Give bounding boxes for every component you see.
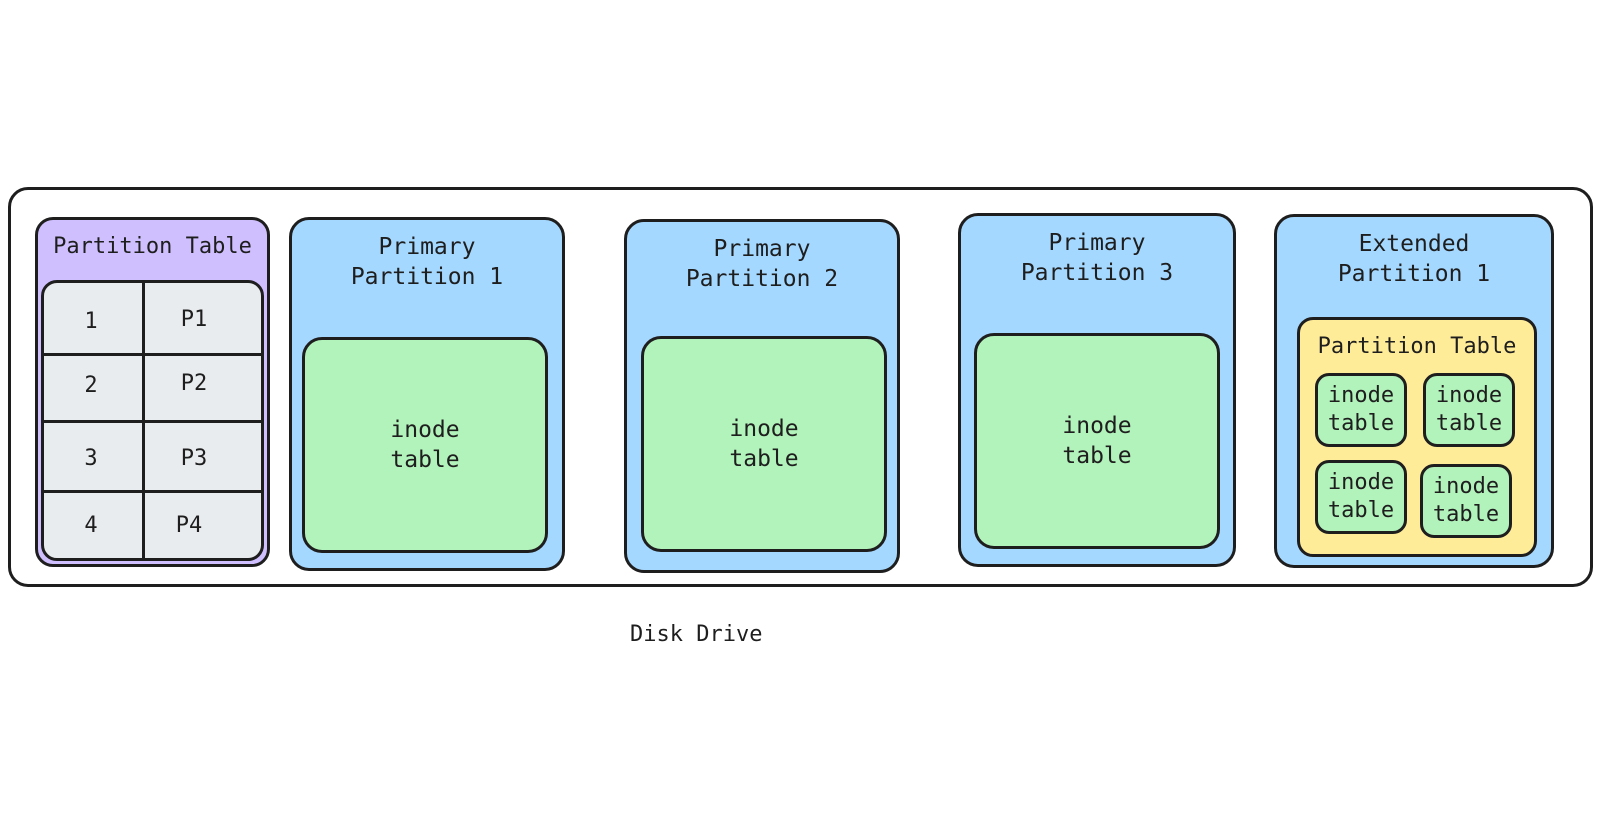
grid-divider (44, 353, 261, 356)
partition-table-grid: 1 P1 2 P2 3 P3 4 P4 (41, 280, 264, 561)
table-row-num: 2 (84, 373, 98, 398)
extended-partition-1: Extended Partition 1 Partition Table ino… (1274, 214, 1554, 568)
table-row-label: P3 (180, 446, 208, 471)
extended-partition-table-title: Partition Table (1317, 334, 1517, 359)
table-row-num: 4 (84, 513, 98, 538)
grid-divider (44, 420, 261, 423)
partition-table-title: Partition Table (53, 234, 252, 259)
partition-title: Primary Partition 2 (685, 236, 839, 292)
partition-table: Partition Table 1 P1 2 P2 3 P3 4 P4 (35, 217, 270, 567)
partition-title: Extended Partition 1 (1337, 231, 1491, 287)
partition-title: Primary Partition 3 (1020, 230, 1174, 286)
grid-divider (44, 490, 261, 493)
partition-title: Primary Partition 1 (350, 234, 504, 290)
table-row-num: 3 (84, 446, 98, 471)
disk-drive-caption: Disk Drive (630, 622, 763, 647)
table-row-label: P2 (180, 371, 208, 396)
table-row-num: 1 (84, 309, 98, 334)
table-row-label: P1 (180, 307, 208, 332)
table-row-label: P4 (175, 513, 203, 538)
